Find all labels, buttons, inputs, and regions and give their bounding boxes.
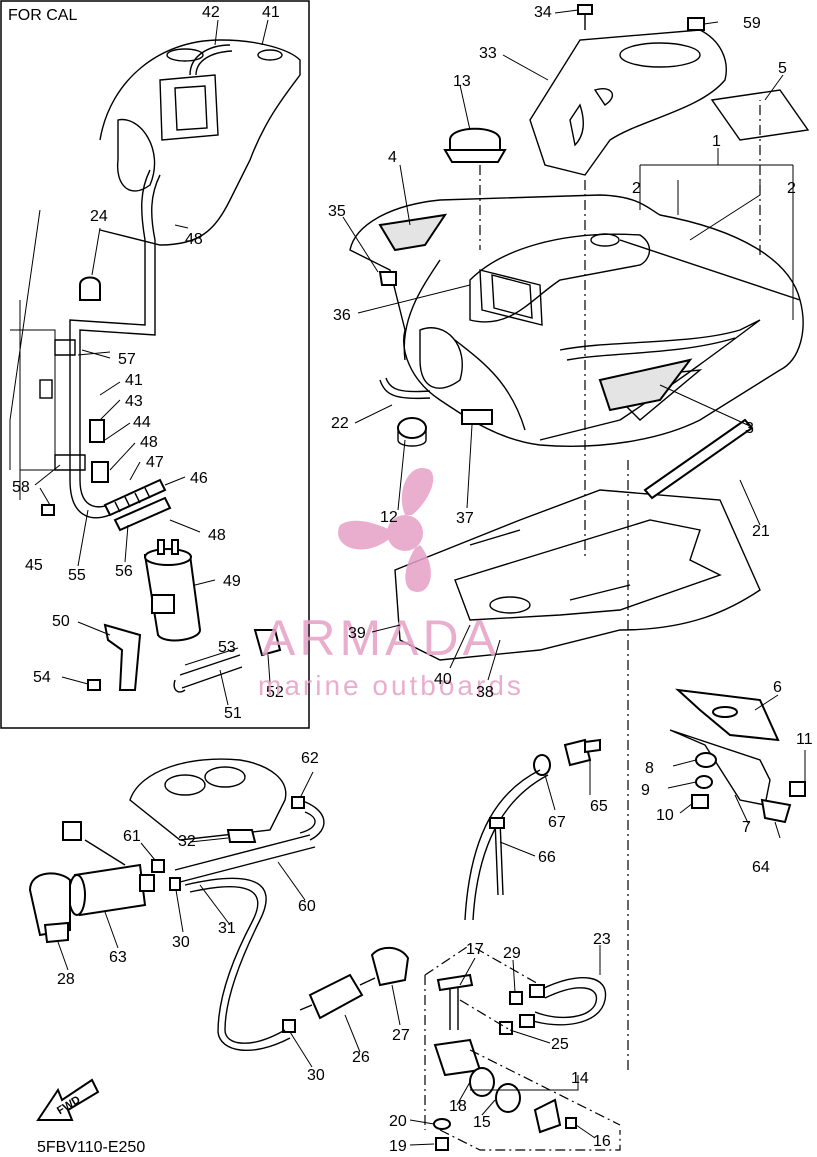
callout-44: 44 (133, 414, 151, 431)
callout-25: 25 (551, 1036, 569, 1053)
callout-4: 4 (388, 149, 397, 166)
callout-47: 47 (146, 454, 164, 471)
callout-34: 34 (534, 4, 552, 21)
callout-56: 56 (115, 563, 133, 580)
callout-59: 59 (743, 15, 761, 32)
callout-6: 6 (773, 679, 782, 696)
callout-52: 52 (266, 684, 284, 701)
callout-61: 61 (123, 828, 141, 845)
callout-33: 33 (479, 45, 497, 62)
callout-53: 53 (218, 639, 236, 656)
callout-41b: 41 (125, 372, 143, 389)
callout-55: 55 (68, 567, 86, 584)
callout-16: 16 (593, 1133, 611, 1150)
callout-62: 62 (301, 750, 319, 767)
callout-2b: 2 (787, 180, 796, 197)
callout-37: 37 (456, 510, 474, 527)
fuel-system-parts (28, 738, 621, 1151)
callout-7: 7 (742, 819, 751, 836)
diagram-code: 5FBV110-E250 (37, 1139, 145, 1156)
callout-22: 22 (331, 415, 349, 432)
callout-41a: 41 (262, 4, 280, 21)
callout-40: 40 (434, 671, 452, 688)
callout-45: 45 (25, 557, 43, 574)
callout-43: 43 (125, 393, 143, 410)
callout-12: 12 (380, 509, 398, 526)
callout-20: 20 (389, 1113, 407, 1130)
callout-67: 67 (548, 814, 566, 831)
watermark-brand: ARMADA (262, 610, 500, 666)
callout-49: 49 (223, 573, 241, 590)
callout-39: 39 (348, 625, 366, 642)
callout-32: 32 (178, 833, 196, 850)
callout-65: 65 (590, 798, 608, 815)
callout-18: 18 (449, 1098, 467, 1115)
callout-50: 50 (52, 613, 70, 630)
callout-35: 35 (328, 203, 346, 220)
callout-54: 54 (33, 669, 51, 686)
callout-9: 9 (641, 782, 650, 799)
callout-30a: 30 (172, 934, 190, 951)
callout-57: 57 (118, 351, 136, 368)
callout-26: 26 (352, 1049, 370, 1066)
callout-19: 19 (389, 1138, 407, 1155)
leader-lines (57, 9, 806, 1146)
callout-63: 63 (109, 949, 127, 966)
callout-1: 1 (712, 133, 721, 150)
callout-64: 64 (752, 859, 770, 876)
callout-38: 38 (476, 684, 494, 701)
propeller-logo (338, 468, 434, 592)
callout-48b: 48 (140, 434, 158, 451)
callout-51: 51 (224, 705, 242, 722)
callout-46: 46 (190, 470, 208, 487)
watermark-tagline: marine outboards (258, 670, 524, 701)
watermark: ARMADA marine outboards (258, 468, 524, 701)
fuel-tank-assembly (349, 4, 810, 1070)
callout-2a: 2 (632, 180, 641, 197)
callout-60: 60 (298, 898, 316, 915)
inset-title: FOR CAL (8, 7, 77, 24)
callout-8: 8 (645, 760, 654, 777)
callout-23: 23 (593, 931, 611, 948)
callout-29: 29 (503, 945, 521, 962)
callout-30b: 30 (307, 1067, 325, 1084)
callout-15: 15 (473, 1114, 491, 1131)
callout-36: 36 (333, 307, 351, 324)
callout-13: 13 (453, 73, 471, 90)
callout-58: 58 (12, 479, 30, 496)
callout-28: 28 (57, 971, 75, 988)
callout-14: 14 (571, 1070, 589, 1087)
callout-21: 21 (752, 523, 770, 540)
callout-10: 10 (656, 807, 674, 824)
callout-48c: 48 (208, 527, 226, 544)
callout-3: 3 (745, 420, 754, 437)
callout-48a: 48 (185, 231, 203, 248)
callout-31: 31 (218, 920, 236, 937)
callout-5: 5 (778, 60, 787, 77)
callout-11: 11 (796, 731, 813, 748)
callout-66: 66 (538, 849, 556, 866)
callout-42: 42 (202, 4, 220, 21)
callout-17: 17 (466, 941, 484, 958)
forward-arrow: FWD (36, 1078, 100, 1121)
callout-numbers: 34 59 33 5 13 1 2 2 4 35 36 22 3 12 37 2… (57, 4, 813, 1155)
callout-27: 27 (392, 1027, 410, 1044)
california-inset: FOR CAL (0, 0, 310, 729)
callout-24: 24 (90, 208, 108, 225)
